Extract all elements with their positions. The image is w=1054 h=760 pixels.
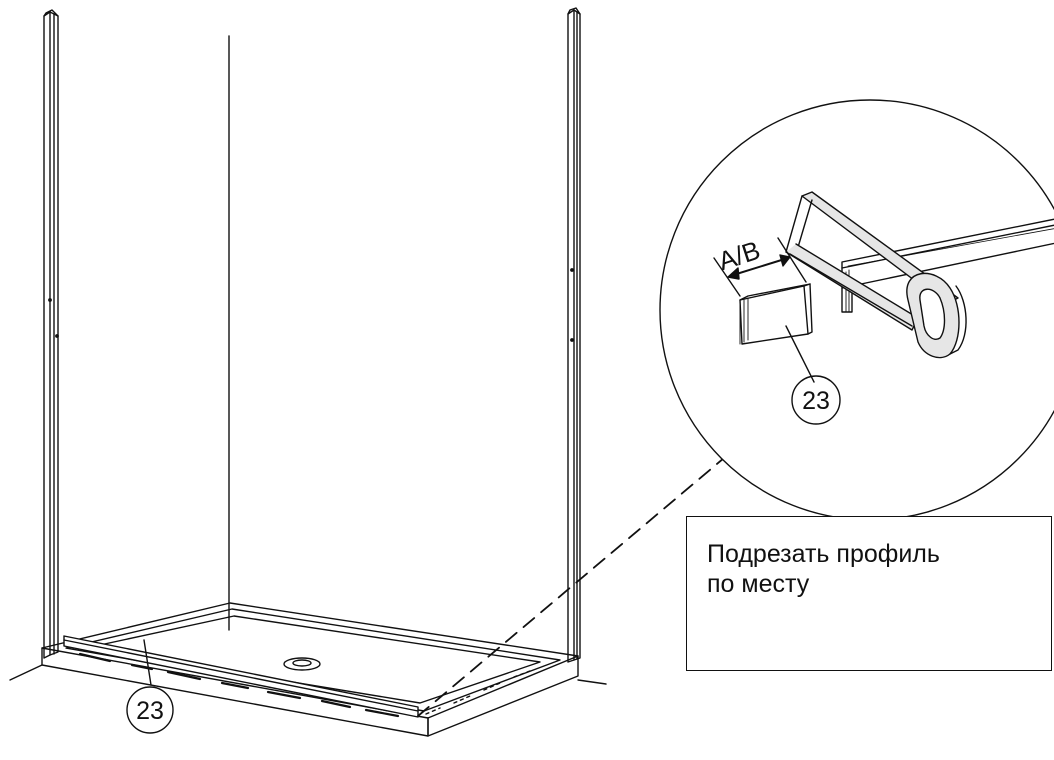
floor-lines <box>9 664 607 685</box>
dimension-arrow <box>713 237 807 297</box>
shower-tray <box>41 602 579 737</box>
right-wall-profile <box>567 7 581 663</box>
callout-leader-main <box>143 639 152 686</box>
left-wall-profile <box>43 9 59 659</box>
callout-circle-main <box>126 686 174 734</box>
detail-connector <box>417 457 725 717</box>
callout-number-main: 23 <box>136 697 164 725</box>
instruction-note-text: Подрезать профиль по месту <box>707 540 940 598</box>
callout-circle-detail <box>791 375 841 425</box>
instruction-note-box: Подрезать профиль по месту <box>686 516 1052 671</box>
callout-number-detail: 23 <box>802 387 830 415</box>
front-profile-23 <box>63 635 531 718</box>
detail-view <box>659 99 1054 521</box>
